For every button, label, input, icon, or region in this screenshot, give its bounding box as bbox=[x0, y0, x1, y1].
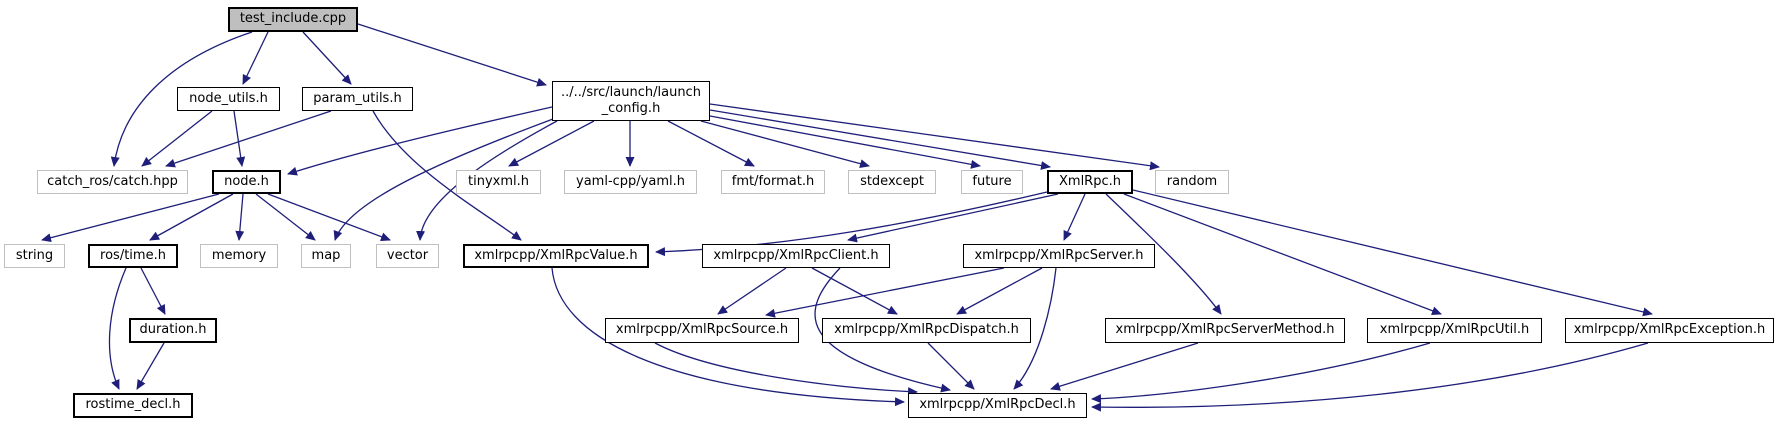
edge-xmlrpc-servermethod bbox=[1105, 193, 1222, 315]
edge-launch_config-future bbox=[709, 115, 981, 169]
node-rostime_decl[interactable]: rostime_decl.h bbox=[73, 393, 193, 418]
edge-param_utils-catch bbox=[165, 110, 332, 168]
edge-launch_config-node_h bbox=[287, 106, 553, 176]
node-string: string bbox=[4, 244, 65, 268]
edge-xmlrpc-server bbox=[1063, 193, 1086, 241]
edge-launch_config-random bbox=[709, 103, 1160, 171]
edge-source-decl bbox=[654, 342, 918, 397]
edge-duration-rostime_decl bbox=[136, 342, 165, 390]
edge-node_h-map bbox=[255, 193, 316, 241]
node-launch_config[interactable]: ../../src/launch/launch _config.h bbox=[552, 81, 710, 121]
node-param_utils[interactable]: param_utils.h bbox=[302, 87, 413, 111]
node-vector: vector bbox=[376, 244, 439, 268]
edge-xmlrpc-value bbox=[655, 191, 1048, 257]
edge-xmlrpc-client bbox=[847, 193, 1059, 243]
node-dispatch[interactable]: xmlrpcpp/XmlRpcDispatch.h bbox=[822, 318, 1031, 343]
edge-launch_config-xmlrpc bbox=[709, 109, 1051, 170]
edge-dispatch-decl bbox=[927, 342, 975, 390]
edge-value-decl bbox=[551, 267, 905, 407]
edge-launch_config-map bbox=[333, 118, 554, 241]
node-memory: memory bbox=[200, 244, 278, 268]
edge-test_include-param_utils bbox=[302, 31, 352, 85]
edge-ros_time-rostime_decl bbox=[108, 267, 127, 390]
node-ros_time[interactable]: ros/time.h bbox=[88, 244, 178, 268]
edge-ros_time-duration bbox=[140, 267, 166, 315]
edge-test_include-catch bbox=[110, 31, 253, 167]
edge-exception-decl bbox=[1091, 342, 1649, 412]
edge-test_include-launch_config bbox=[357, 23, 547, 87]
edge-test_include-node_utils bbox=[242, 31, 269, 85]
edge-server-decl bbox=[1013, 267, 1057, 390]
node-map: map bbox=[301, 244, 351, 268]
edge-launch_config-fmt bbox=[667, 120, 755, 167]
node-client[interactable]: xmlrpcpp/XmlRpcClient.h bbox=[702, 244, 890, 268]
node-servermethod[interactable]: xmlrpcpp/XmlRpcServerMethod.h bbox=[1105, 318, 1345, 343]
node-node_h[interactable]: node.h bbox=[212, 170, 281, 194]
edge-node_utils-catch bbox=[141, 110, 213, 167]
node-server[interactable]: xmlrpcpp/XmlRpcServer.h bbox=[963, 244, 1155, 268]
edge-util-decl bbox=[1091, 342, 1431, 404]
node-duration[interactable]: duration.h bbox=[129, 318, 217, 343]
edge-launch_config-tinyxml bbox=[508, 120, 595, 167]
edge-xmlrpc-exception bbox=[1132, 189, 1653, 317]
edge-node_utils-node_h bbox=[233, 110, 246, 167]
edge-client-dispatch bbox=[811, 267, 898, 315]
edge-node_h-string bbox=[41, 193, 220, 243]
edge-servermethod-decl bbox=[1050, 342, 1199, 391]
node-source[interactable]: xmlrpcpp/XmlRpcSource.h bbox=[605, 318, 799, 343]
node-node_utils[interactable]: node_utils.h bbox=[177, 87, 280, 111]
edge-param_utils-value bbox=[372, 110, 522, 241]
node-future: future bbox=[961, 170, 1023, 194]
node-tinyxml: tinyxml.h bbox=[456, 170, 541, 194]
node-util[interactable]: xmlrpcpp/XmlRpcUtil.h bbox=[1367, 318, 1542, 343]
node-yaml: yaml-cpp/yaml.h bbox=[564, 170, 697, 194]
edge-launch_config-stdexcept bbox=[700, 120, 870, 169]
node-decl[interactable]: xmlrpcpp/XmlRpcDecl.h bbox=[908, 393, 1087, 418]
edge-server-source bbox=[765, 267, 1005, 318]
node-fmt: fmt/format.h bbox=[721, 170, 825, 194]
node-xmlrpc[interactable]: XmlRpc.h bbox=[1047, 170, 1133, 194]
edge-server-dispatch bbox=[956, 267, 1043, 315]
edge-client-decl bbox=[814, 267, 951, 393]
node-value[interactable]: xmlrpcpp/XmlRpcValue.h bbox=[463, 244, 649, 268]
edge-client-source bbox=[717, 267, 787, 315]
edge-node_h-vector bbox=[267, 193, 391, 242]
node-catch: catch_ros/catch.hpp bbox=[37, 170, 188, 194]
edge-node_h-ros_time bbox=[149, 193, 234, 241]
node-test_include: test_include.cpp bbox=[228, 7, 358, 32]
node-stdexcept: stdexcept bbox=[848, 170, 936, 194]
node-random: random bbox=[1155, 170, 1229, 194]
node-exception[interactable]: xmlrpcpp/XmlRpcException.h bbox=[1565, 318, 1774, 343]
edge-node_h-memory bbox=[235, 193, 245, 241]
edge-xmlrpc-util bbox=[1123, 193, 1442, 316]
